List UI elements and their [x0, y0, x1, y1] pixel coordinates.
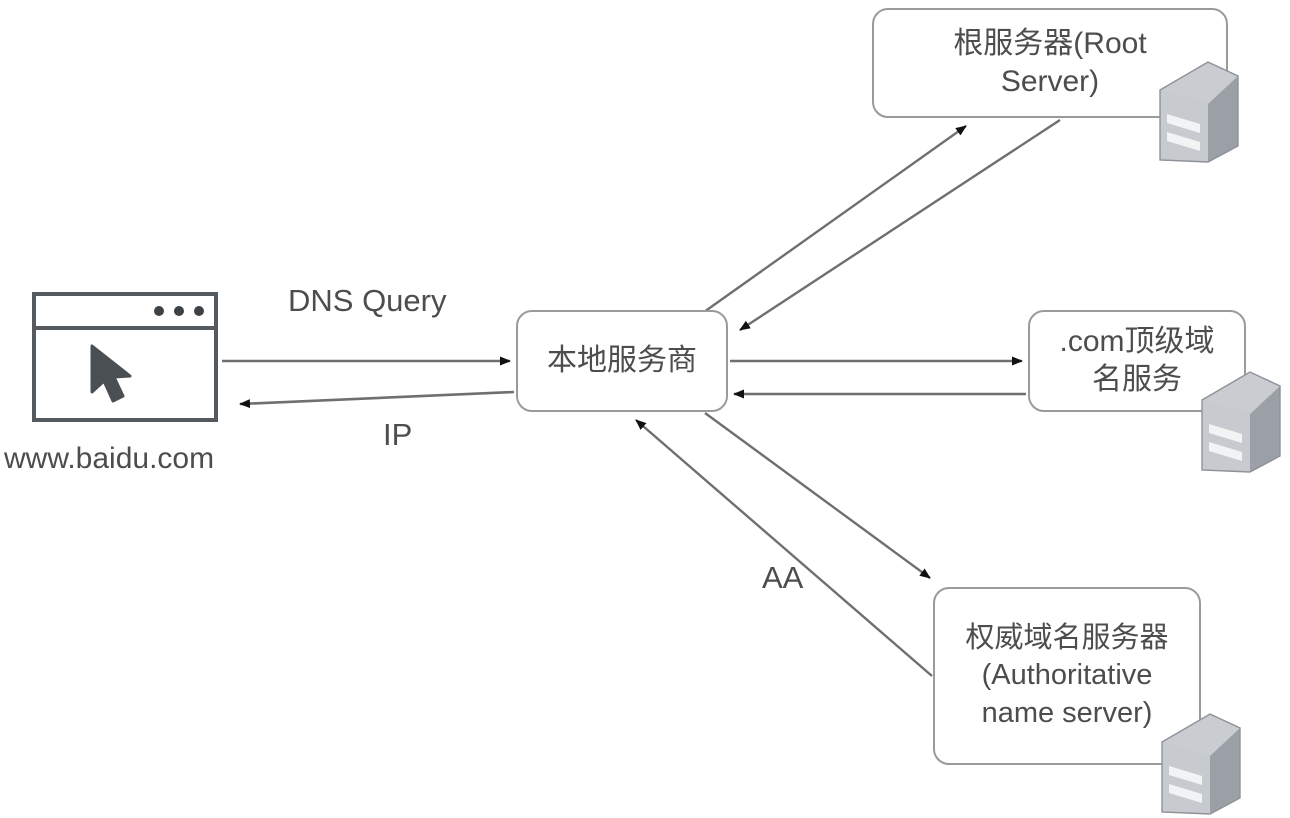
edge-root-to-local: [739, 118, 1061, 332]
server-icon: [1159, 61, 1239, 163]
browser-titlebar: [36, 296, 214, 330]
edge-local-to-client: [239, 390, 515, 409]
node-root-server-label: 根服务器(Root Server): [953, 26, 1147, 98]
browser-dot-icon: [154, 306, 164, 316]
node-local-resolver-label: 本地服务商: [547, 343, 697, 377]
edge-label-ip: IP: [383, 417, 413, 452]
node-authoritative-server-label: 权威域名服务器 (Authoritative name server): [965, 622, 1169, 729]
node-authoritative-server[interactable]: 权威域名服务器 (Authoritative name server): [933, 587, 1201, 765]
node-root-server[interactable]: 根服务器(Root Server): [872, 8, 1228, 118]
browser-window-icon: [32, 292, 218, 422]
edge-auth-to-local: [635, 419, 933, 677]
mouse-cursor-icon: [90, 344, 132, 403]
node-tld-server-label: .com顶级域 名服务: [1059, 324, 1215, 396]
server-icon: [1161, 713, 1241, 815]
server-icon: [1201, 371, 1281, 473]
node-local-resolver[interactable]: 本地服务商: [516, 310, 728, 412]
browser-dot-icon: [174, 306, 184, 316]
edge-local-to-root: [703, 125, 967, 313]
client-url-label: www.baidu.com: [4, 442, 215, 475]
edge-local-to-auth: [704, 412, 931, 579]
edge-label-dns-query: DNS Query: [288, 283, 447, 318]
edge-label-aa: AA: [762, 560, 804, 595]
browser-dot-icon: [194, 306, 204, 316]
